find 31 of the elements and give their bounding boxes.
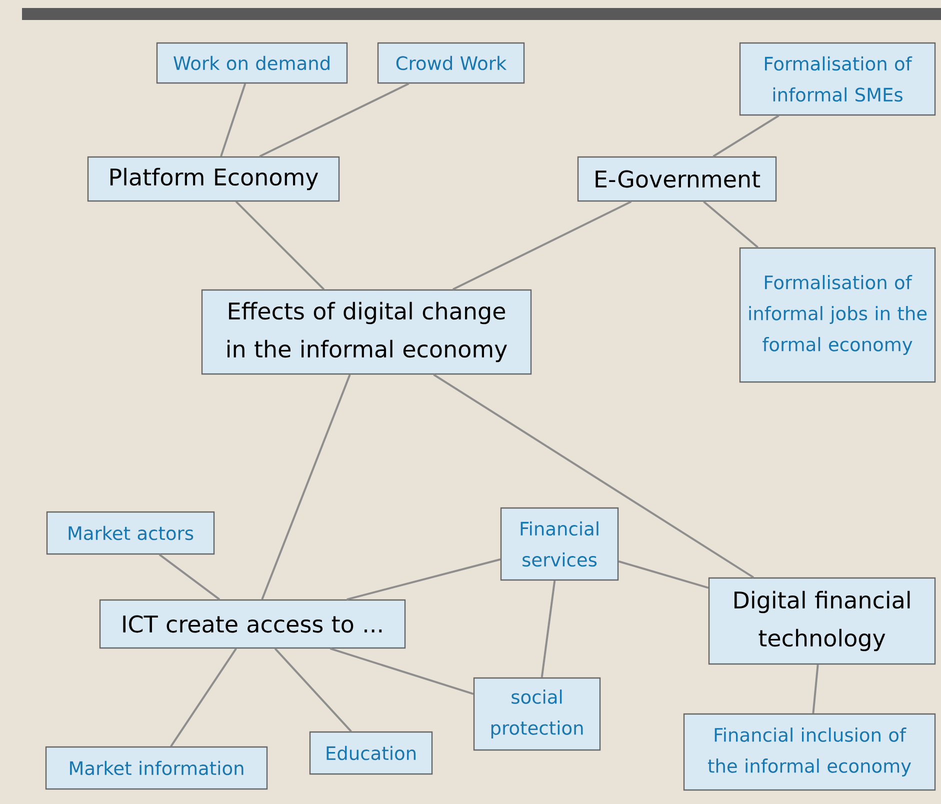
- subtopic-box: Financial services: [500, 507, 619, 581]
- connector-line: [235, 200, 325, 290]
- connector-line: [618, 560, 709, 589]
- subtopic-box: Market information: [45, 746, 268, 790]
- connector-line: [220, 83, 246, 157]
- topic-box: Effects of digital change in the informal economy: [201, 289, 532, 375]
- subtopic-box: Crowd Work: [377, 42, 525, 84]
- connector-line: [330, 648, 474, 695]
- connector-line: [452, 200, 632, 290]
- connector-line: [812, 664, 819, 714]
- topic-box: ICT create access to ...: [99, 599, 406, 649]
- subtopic-box: Formalisation of informal jobs in the formal economy: [739, 247, 936, 383]
- connector-line: [158, 554, 220, 600]
- connector-line: [259, 82, 410, 158]
- connector-line: [703, 200, 759, 248]
- topic-box: E-Government: [577, 156, 777, 202]
- subtopic-box: Formalisation of informal SMEs: [739, 42, 936, 116]
- topic-box: Platform Economy: [87, 156, 340, 202]
- subtopic-box: Education: [309, 731, 433, 775]
- connector-line: [170, 648, 237, 747]
- subtopic-box: Financial inclusion of the informal economy: [683, 713, 936, 791]
- connector-line: [712, 114, 780, 158]
- connector-line: [346, 558, 501, 600]
- connector-line: [261, 374, 351, 600]
- topic-box: Digital financial technology: [708, 577, 936, 665]
- subtopic-box: social protection: [473, 677, 601, 751]
- connector-line: [274, 648, 352, 732]
- connector-line: [433, 374, 754, 578]
- subtopic-box: Market actors: [46, 511, 215, 555]
- connector-line: [540, 580, 556, 678]
- subtopic-box: Work on demand: [156, 42, 348, 84]
